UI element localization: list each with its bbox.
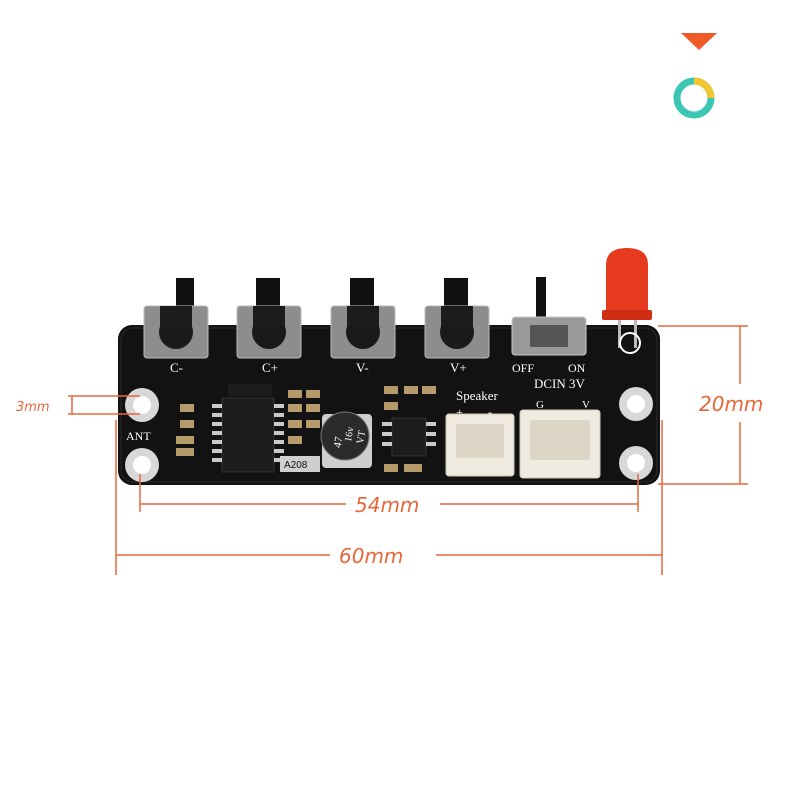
capacitor-voltage: 16v <box>343 426 356 443</box>
mounting-hole <box>619 446 653 480</box>
hole-spacing-label: 54mm <box>355 493 419 517</box>
capacitor-brand: VT <box>355 430 368 445</box>
speaker-pin-minus: - <box>488 405 492 419</box>
button-label: V+ <box>450 360 467 375</box>
button-label: C- <box>170 360 183 375</box>
power-label: DCIN 3V <box>534 376 586 391</box>
electrolytic-capacitor: 47 16v VT <box>320 411 372 468</box>
tactile-button-c-minus: C- <box>143 278 209 375</box>
width-dimension <box>115 420 663 575</box>
power-connector <box>519 409 601 479</box>
capacitor-value: 47 <box>332 435 346 448</box>
mounting-hole <box>125 448 159 482</box>
amplifier-chip <box>382 417 436 457</box>
triangle-down-icon <box>681 33 717 50</box>
button-label: V- <box>356 360 369 375</box>
button-label: C+ <box>262 360 278 375</box>
ring-icon <box>673 77 715 119</box>
switch-off-label: OFF <box>512 361 534 375</box>
hole-dimension <box>68 395 140 415</box>
power-pin-g: G <box>536 399 544 411</box>
speaker-connector <box>445 413 515 477</box>
mounting-hole <box>619 387 653 421</box>
tactile-button-v-plus: V+ <box>424 278 490 375</box>
chip-marking: A208 <box>284 460 308 471</box>
hole-spacing-dimension <box>139 474 639 512</box>
speaker-pin-plus: + <box>456 405 463 419</box>
tactile-button-v-minus: V- <box>330 278 396 375</box>
pcb-board: C- C+ V- V+ OFF ON <box>118 248 660 485</box>
slide-switch: OFF ON <box>511 277 587 375</box>
width-label: 60mm <box>339 544 403 568</box>
mounting-hole <box>125 388 159 422</box>
speaker-label: Speaker <box>456 388 499 403</box>
smd-components <box>176 386 436 472</box>
power-pin-v: V <box>582 399 590 411</box>
red-led <box>602 248 652 354</box>
small-chip: A208 <box>280 456 320 472</box>
main-ic-chip <box>212 384 284 473</box>
antenna-label: ANT <box>126 429 151 443</box>
height-label: 20mm <box>699 392 763 416</box>
hole-diameter-label: 3mm <box>16 400 50 415</box>
height-dimension <box>658 325 748 485</box>
switch-on-label: ON <box>568 361 586 375</box>
tactile-button-c-plus: C+ <box>236 278 302 375</box>
